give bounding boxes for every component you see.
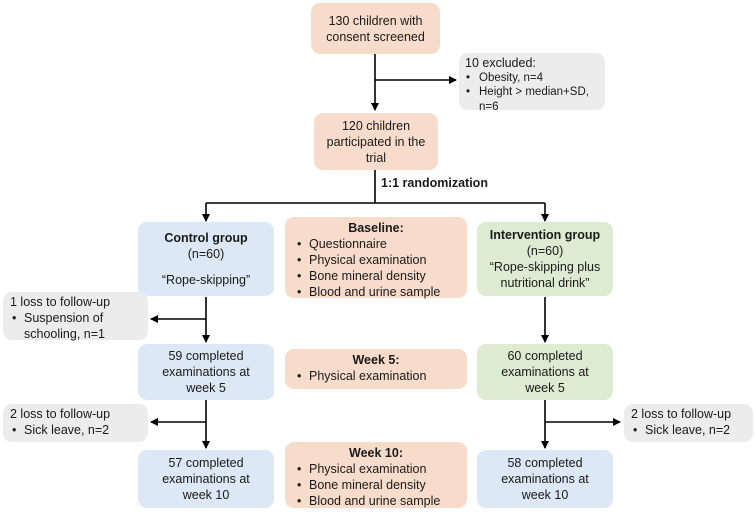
week10-item: Blood and urine sample <box>295 493 457 509</box>
intervention-loss2-title: 2 loss to follow-up <box>631 407 732 421</box>
excluded-box: 10 excluded: Obesity, n=4 Height > media… <box>459 53 605 113</box>
control-name: “Rope-skipping” <box>161 273 251 287</box>
intervention-group-box: Intervention group (n=60) “Rope-skipping… <box>477 222 613 296</box>
participated-line1: 120 children <box>341 118 411 133</box>
control-group-box: Control group (n=60) “Rope-skipping” <box>138 222 274 296</box>
intervention-name-line1: “Rope-skipping plus <box>489 260 601 274</box>
control-week10-line2: examinations at <box>162 472 250 486</box>
randomization-label: 1:1 randomization <box>381 176 488 190</box>
screened-line1: 130 children with <box>328 13 423 28</box>
intervention-week10-line3: week 10 <box>521 488 569 502</box>
control-n: (n=60) <box>187 247 225 261</box>
intervention-name-line2: nutritional drink” <box>500 276 590 290</box>
week10-box: Week 10: Physical examination Bone miner… <box>285 442 467 509</box>
baseline-item: Blood and urine sample <box>295 284 457 300</box>
week5-box: Week 5: Physical examination <box>285 349 467 389</box>
intervention-week5-line1: 60 completed <box>507 349 583 363</box>
control-loss1-item-continued: schooling, n=1 <box>24 327 105 341</box>
control-title: Control group <box>164 231 248 245</box>
control-week5-box: 59 completed examinations at week 5 <box>138 344 274 400</box>
week5-title: Week 5: <box>352 353 400 367</box>
participated-box: 120 children participated in the trial <box>314 113 438 170</box>
participated-line3: trial <box>365 150 387 165</box>
baseline-item: Physical examination <box>295 252 457 268</box>
intervention-week10-line1: 58 completed <box>507 456 583 470</box>
intervention-loss2-item: Sick leave, n=2 <box>631 422 746 438</box>
excluded-item-continued: n=6 <box>479 100 499 113</box>
control-loss2-box: 2 loss to follow-up Sick leave, n=2 <box>3 404 148 442</box>
excluded-item: Obesity, n=4 <box>465 71 599 86</box>
control-loss2-title: 2 loss to follow-up <box>10 407 111 421</box>
intervention-loss2-box: 2 loss to follow-up Sick leave, n=2 <box>624 404 753 442</box>
control-loss1-item: Suspension of <box>10 310 141 326</box>
intervention-title: Intervention group <box>489 228 601 242</box>
baseline-item: Bone mineral density <box>295 268 457 284</box>
week10-item: Bone mineral density <box>295 477 457 493</box>
intervention-week10-line2: examinations at <box>501 472 589 486</box>
control-week5-line2: examinations at <box>162 365 250 379</box>
participated-line2: participated in the <box>326 134 426 149</box>
intervention-week5-line3: week 5 <box>525 381 565 395</box>
intervention-n: (n=60) <box>526 244 564 258</box>
screened-line2: consent screened <box>326 29 425 44</box>
control-week5-line3: week 5 <box>186 381 226 395</box>
control-loss1-box: 1 loss to follow-up Suspension of school… <box>3 292 148 341</box>
week5-item: Physical examination <box>295 368 457 384</box>
screened-box: 130 children with consent screened <box>311 3 440 54</box>
baseline-item: Questionnaire <box>295 236 457 252</box>
control-week10-box: 57 completed examinations at week 10 <box>138 450 274 508</box>
control-loss2-item: Sick leave, n=2 <box>10 422 141 438</box>
control-loss1-title: 1 loss to follow-up <box>10 295 111 309</box>
baseline-title: Baseline: <box>348 221 404 235</box>
week10-item: Physical examination <box>295 461 457 477</box>
intervention-week5-line2: examinations at <box>501 365 589 379</box>
excluded-title: 10 excluded: <box>465 56 536 70</box>
excluded-item: Height > median+SD, <box>465 85 599 100</box>
control-week10-line1: 57 completed <box>168 456 244 470</box>
control-week5-line1: 59 completed <box>168 349 244 363</box>
baseline-box: Baseline: Questionnaire Physical examina… <box>285 217 467 300</box>
week10-title: Week 10: <box>349 446 403 460</box>
control-week10-line3: week 10 <box>182 488 230 502</box>
intervention-week5-box: 60 completed examinations at week 5 <box>477 344 613 400</box>
intervention-week10-box: 58 completed examinations at week 10 <box>477 450 613 508</box>
